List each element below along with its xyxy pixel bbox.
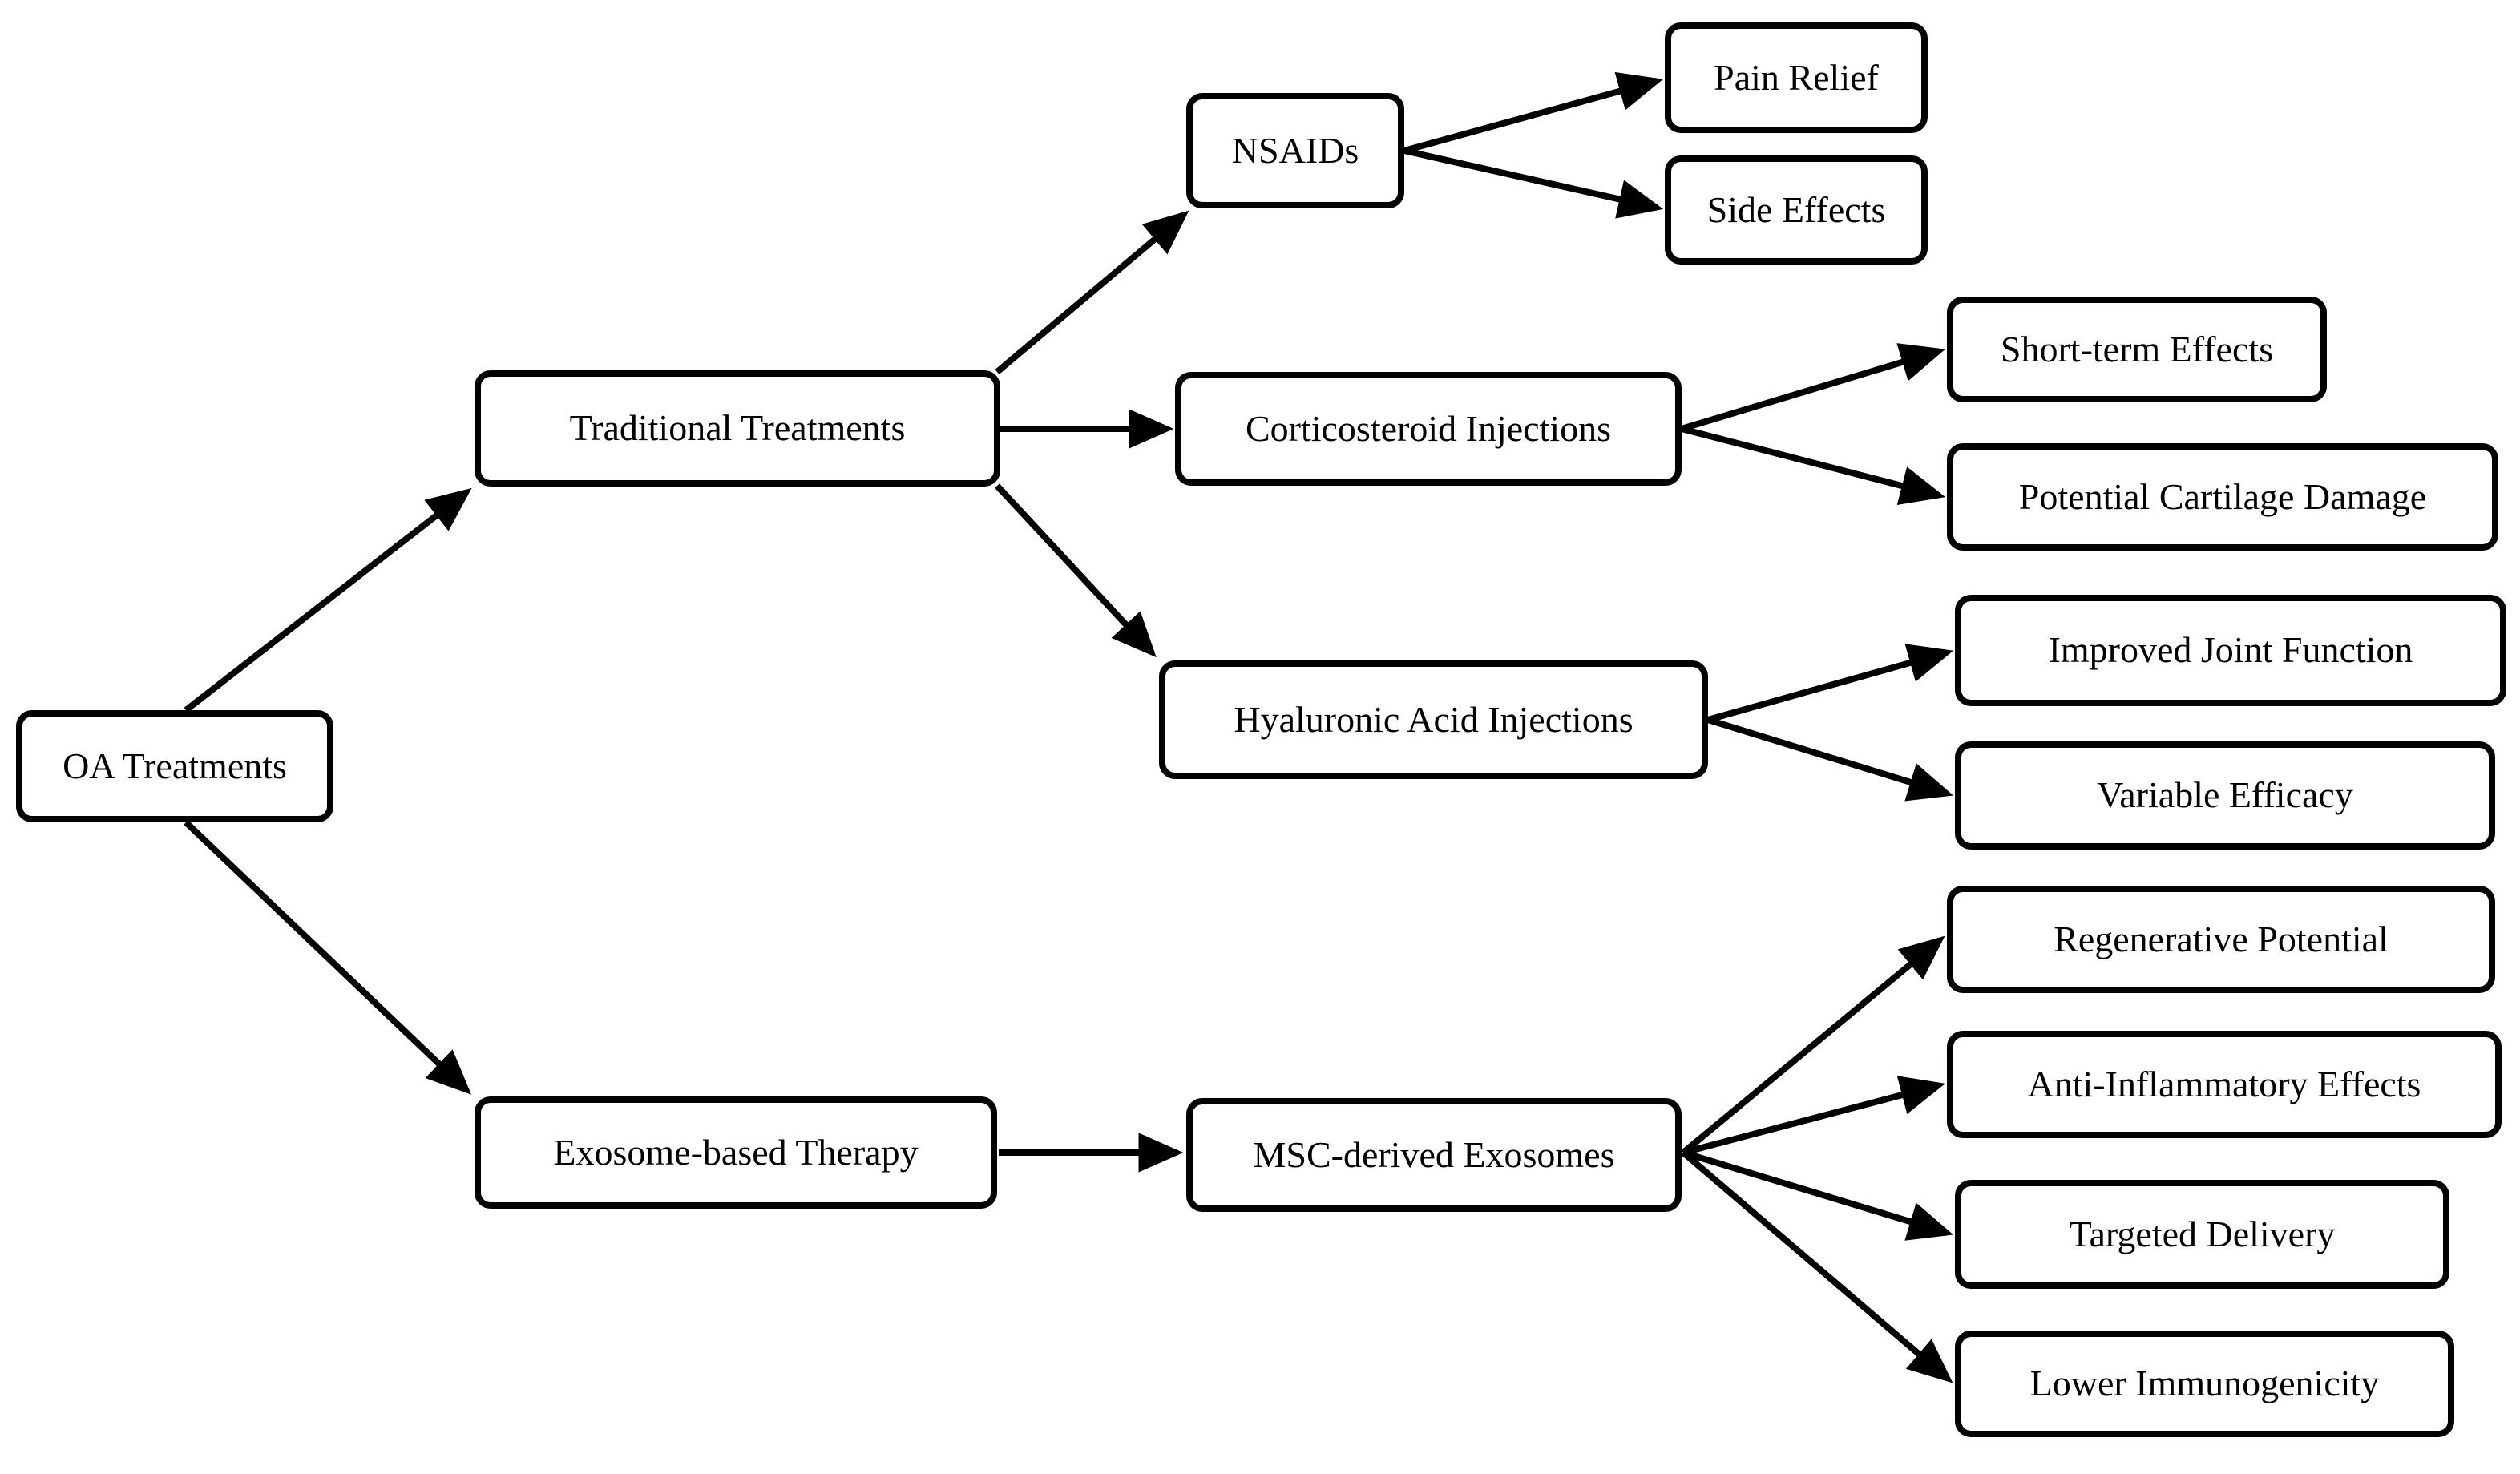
node-anti-inflammatory-effects: Anti-Inflammatory Effects xyxy=(1947,1031,2502,1138)
label-variable-efficacy: Variable Efficacy xyxy=(2097,774,2353,816)
label-nsaids: NSAIDs xyxy=(1231,129,1359,171)
node-oa-treatments: OA Treatments xyxy=(16,710,333,822)
node-corticosteroid-injections: Corticosteroid Injections xyxy=(1175,372,1682,486)
label-anti-inflammatory-effects: Anti-Inflammatory Effects xyxy=(2027,1063,2421,1104)
node-nsaids: NSAIDs xyxy=(1186,93,1404,208)
edge-msc-to-targeted xyxy=(1682,1149,1954,1241)
node-short-term-effects: Short-term Effects xyxy=(1947,297,2327,402)
edge-msc-to-antiinflammatory xyxy=(1682,1076,1946,1156)
node-hyaluronic-acid-injections: Hyaluronic Acid Injections xyxy=(1159,660,1708,779)
label-oa-treatments: OA Treatments xyxy=(63,745,287,786)
label-short-term-effects: Short-term Effects xyxy=(2000,328,2274,370)
edge-hyaluronic-to-efficacy xyxy=(1706,717,1954,802)
edge-cortico-to-cartilage xyxy=(1680,426,1946,505)
edge-nsaids-to-pain xyxy=(1403,71,1664,154)
label-side-effects: Side Effects xyxy=(1706,188,1886,230)
edge-cortico-to-short xyxy=(1680,343,1946,432)
label-improved-joint-function: Improved Joint Function xyxy=(2048,629,2413,671)
node-pain-relief: Pain Relief xyxy=(1665,22,1928,133)
label-potential-cartilage-damage: Potential Cartilage Damage xyxy=(2018,475,2427,517)
label-regenerative-potential: Regenerative Potential xyxy=(2054,918,2389,959)
edge-oa-to-exosome xyxy=(184,820,472,1095)
node-variable-efficacy: Variable Efficacy xyxy=(1955,741,2495,850)
edge-nsaids-to-side xyxy=(1403,147,1664,219)
label-corticosteroid-injections: Corticosteroid Injections xyxy=(1245,407,1612,449)
node-targeted-delivery: Targeted Delivery xyxy=(1955,1180,2449,1289)
node-lower-immunogenicity: Lower Immunogenicity xyxy=(1955,1331,2454,1437)
node-regenerative-potential: Regenerative Potential xyxy=(1947,886,2495,993)
node-potential-cartilage-damage: Potential Cartilage Damage xyxy=(1947,443,2498,551)
label-exosome-based-therapy: Exosome-based Therapy xyxy=(553,1131,919,1173)
node-side-effects: Side Effects xyxy=(1665,155,1928,265)
edge-traditional-to-hyaluronic xyxy=(995,483,1157,658)
label-targeted-delivery: Targeted Delivery xyxy=(2069,1213,2336,1254)
label-msc-derived-exosomes: MSC-derived Exosomes xyxy=(1253,1133,1615,1175)
node-msc-derived-exosomes: MSC-derived Exosomes xyxy=(1186,1098,1682,1212)
label-traditional-treatments: Traditional Treatments xyxy=(569,407,906,449)
node-exosome-based-therapy: Exosome-based Therapy xyxy=(475,1096,997,1209)
edge-msc-to-immunogenicity xyxy=(1681,1149,1953,1383)
node-traditional-treatments: Traditional Treatments xyxy=(475,370,1000,487)
edge-traditional-to-nsaids xyxy=(995,210,1189,375)
label-pain-relief: Pain Relief xyxy=(1714,56,1879,98)
edge-msc-to-regenerative xyxy=(1681,935,1945,1156)
label-lower-immunogenicity: Lower Immunogenicity xyxy=(2029,1363,2380,1404)
node-improved-joint-function: Improved Joint Function xyxy=(1955,595,2506,706)
edge-hyaluronic-to-joint xyxy=(1706,644,1954,723)
edge-oa-to-traditional xyxy=(184,487,472,713)
label-hyaluronic-acid-injections: Hyaluronic Acid Injections xyxy=(1234,698,1634,740)
